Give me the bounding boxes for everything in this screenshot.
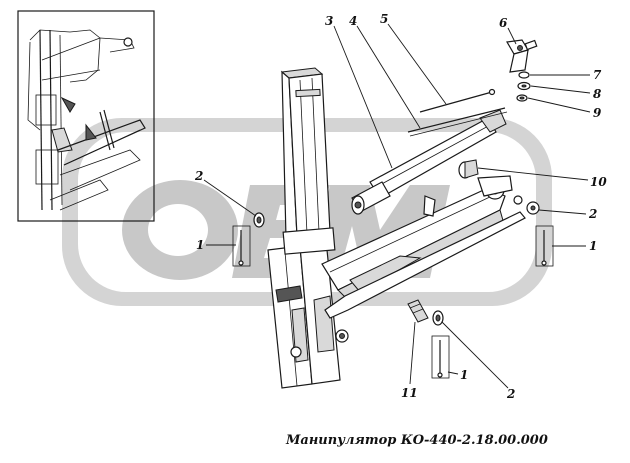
fittings-1 — [232, 225, 554, 379]
bushing-10 — [458, 159, 479, 179]
callout-1-right: 1 — [589, 239, 597, 253]
callout-1-bottom: 1 — [460, 368, 468, 382]
callout-2-right: 2 — [588, 207, 597, 221]
callout-10: 10 — [590, 175, 607, 189]
callout-3: 3 — [325, 14, 333, 28]
washers-2 — [253, 201, 540, 326]
boom-arm — [321, 175, 526, 319]
callout-6: 6 — [499, 16, 508, 30]
callout-1-left: 1 — [196, 238, 204, 252]
callout-2-left: 2 — [194, 169, 203, 183]
rod-4 — [407, 107, 508, 137]
callout-8: 8 — [593, 87, 602, 101]
callout-2-bottom: 2 — [506, 387, 515, 401]
callout-labels: 3 4 5 6 7 8 9 10 2 1 2 1 1 2 11 — [194, 12, 607, 401]
bolt-11 — [407, 299, 429, 323]
main-mast — [267, 67, 349, 389]
bracket-assembly — [506, 39, 538, 102]
inset-overview — [17, 10, 155, 222]
leader-lines — [203, 23, 591, 389]
callout-5: 5 — [380, 12, 388, 26]
callout-4: 4 — [349, 14, 357, 28]
callout-7: 7 — [593, 68, 602, 82]
diagram-caption: Манипулятор КО-440-2.18.00.000 — [285, 433, 548, 448]
callout-9: 9 — [593, 106, 602, 120]
pin-5 — [419, 88, 496, 113]
callout-11: 11 — [401, 386, 418, 400]
hydraulic-cylinder — [351, 109, 507, 215]
